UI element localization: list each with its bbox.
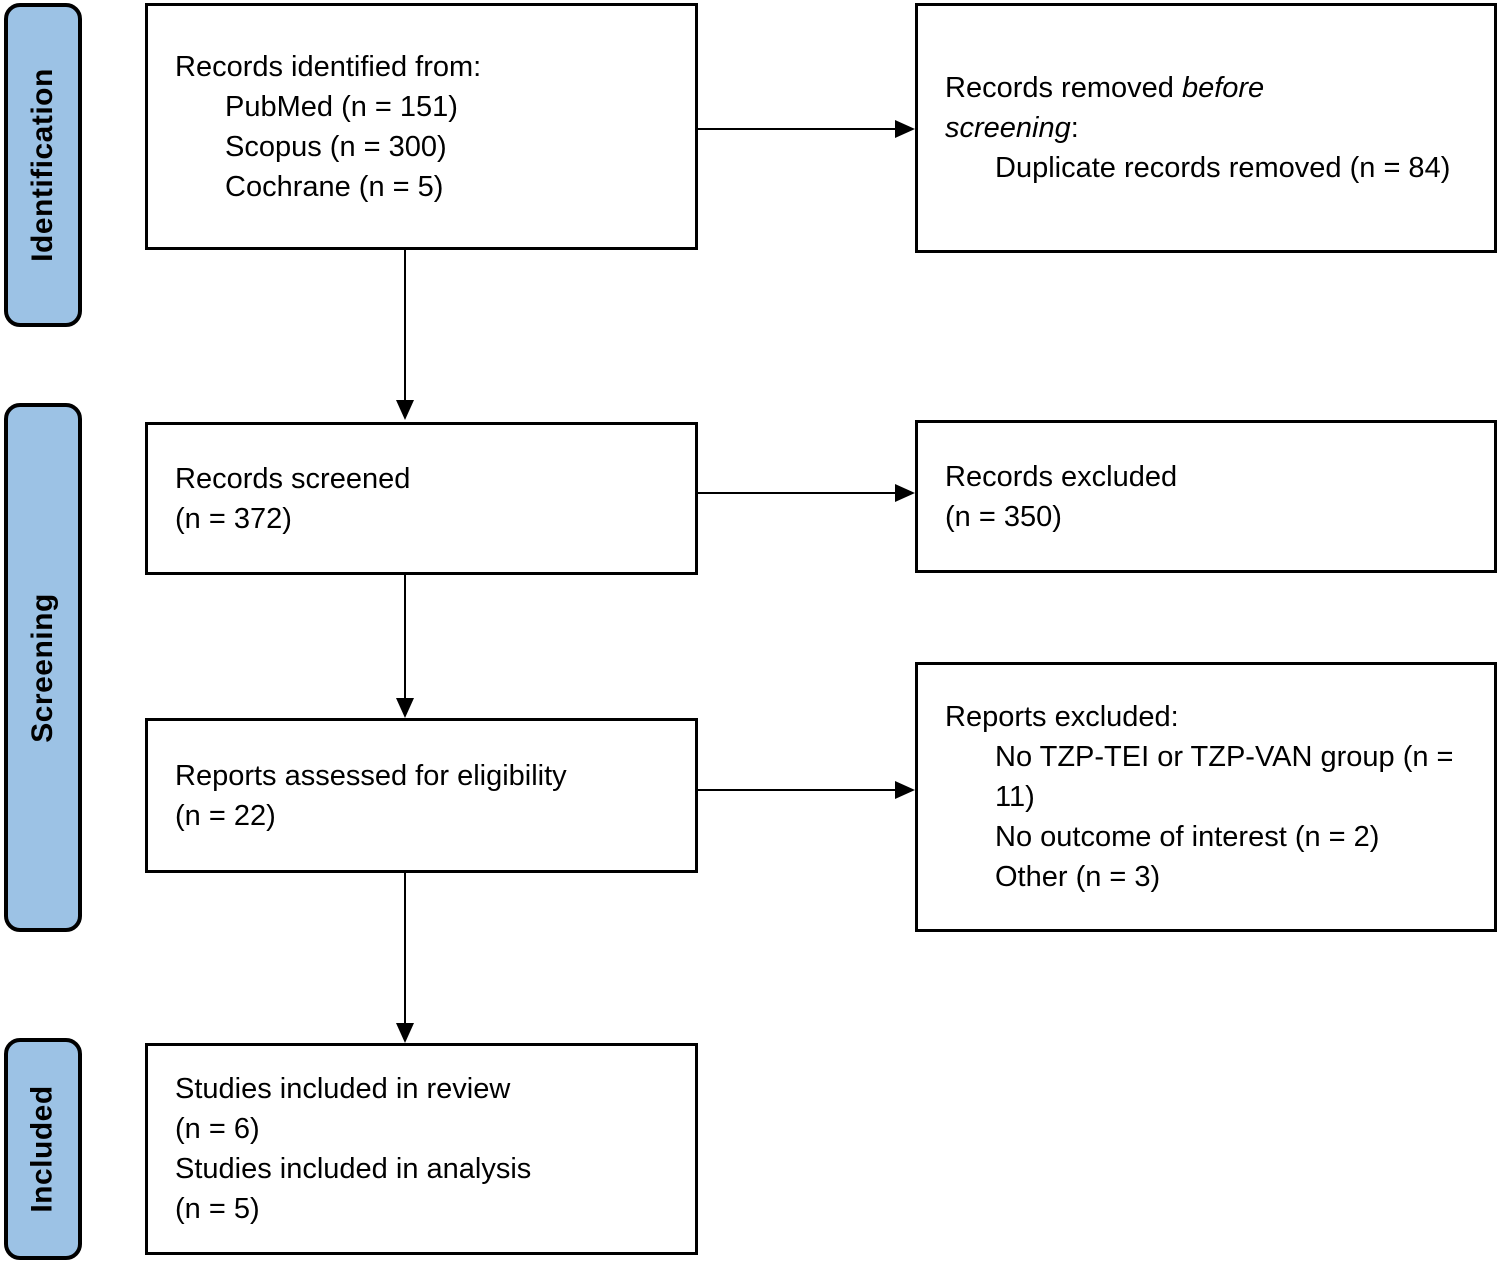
reports-excluded-item: No TZP-TEI or TZP-VAN group (n = 11) [995, 741, 1462, 813]
stage-identification: Identification [4, 3, 82, 327]
records-removed-item: Duplicate records removed (n = 84) [995, 152, 1451, 184]
records-identified-item: Scopus (n = 300) [225, 130, 447, 163]
reports-excluded-item: No outcome of interest (n = 2) [995, 821, 1380, 853]
arrowhead-right-icon [895, 484, 915, 502]
studies-included-analysis-line: Studies included in analysis [175, 1153, 532, 1185]
stage-screening-label: Screening [26, 592, 59, 743]
records-identified-item: PubMed (n = 151) [225, 90, 458, 123]
records-screened-count: (n = 372) [175, 502, 292, 535]
stage-screening: Screening [4, 403, 82, 932]
box-records-screened: Records screened (n = 372) [145, 422, 698, 575]
box-reports-excluded: Reports excluded: No TZP-TEI or TZP-VAN … [915, 662, 1497, 932]
studies-included-analysis-count: (n = 5) [175, 1193, 260, 1225]
records-identified-item: Cochrane (n = 5) [225, 170, 444, 203]
arrowhead-right-icon [895, 781, 915, 799]
stage-identification-label: Identification [26, 68, 60, 262]
records-identified-title: Records identified from: [175, 50, 482, 83]
studies-included-review-count: (n = 6) [175, 1113, 260, 1145]
arrowhead-down-icon [396, 400, 414, 420]
box-reports-assessed: Reports assessed for eligibility (n = 22… [145, 718, 698, 873]
box-records-removed: Records removed before screening: Duplic… [915, 3, 1497, 253]
reports-excluded-title: Reports excluded: [945, 701, 1179, 733]
reports-excluded-item: Other (n = 3) [995, 861, 1161, 893]
records-removed-title-italic: before screening [945, 72, 1273, 144]
reports-assessed-count: (n = 22) [175, 799, 276, 832]
arrow-line [698, 128, 895, 130]
arrow-line [404, 250, 406, 400]
arrow-line [698, 492, 895, 494]
records-removed-title-suffix: : [1070, 112, 1079, 144]
studies-included-review-line: Studies included in review [175, 1073, 511, 1105]
box-records-excluded: Records excluded (n = 350) [915, 420, 1497, 573]
stage-included-label: Included [26, 1085, 59, 1213]
records-screened-line: Records screened [175, 462, 411, 495]
reports-assessed-line: Reports assessed for eligibility [175, 759, 567, 792]
arrowhead-down-icon [396, 1023, 414, 1043]
records-excluded-line: Records excluded [945, 460, 1178, 493]
arrowhead-right-icon [895, 120, 915, 138]
arrowhead-down-icon [396, 698, 414, 718]
stage-included: Included [4, 1038, 82, 1260]
box-records-identified: Records identified from: PubMed (n = 151… [145, 3, 698, 250]
arrow-line [404, 575, 406, 698]
arrow-line [698, 789, 895, 791]
records-removed-title-prefix: Records removed [945, 72, 1182, 104]
box-studies-included: Studies included in review (n = 6) Studi… [145, 1043, 698, 1255]
records-excluded-count: (n = 350) [945, 500, 1062, 533]
records-removed-title: Records removed before screening: [945, 68, 1375, 148]
arrow-line [404, 873, 406, 1023]
